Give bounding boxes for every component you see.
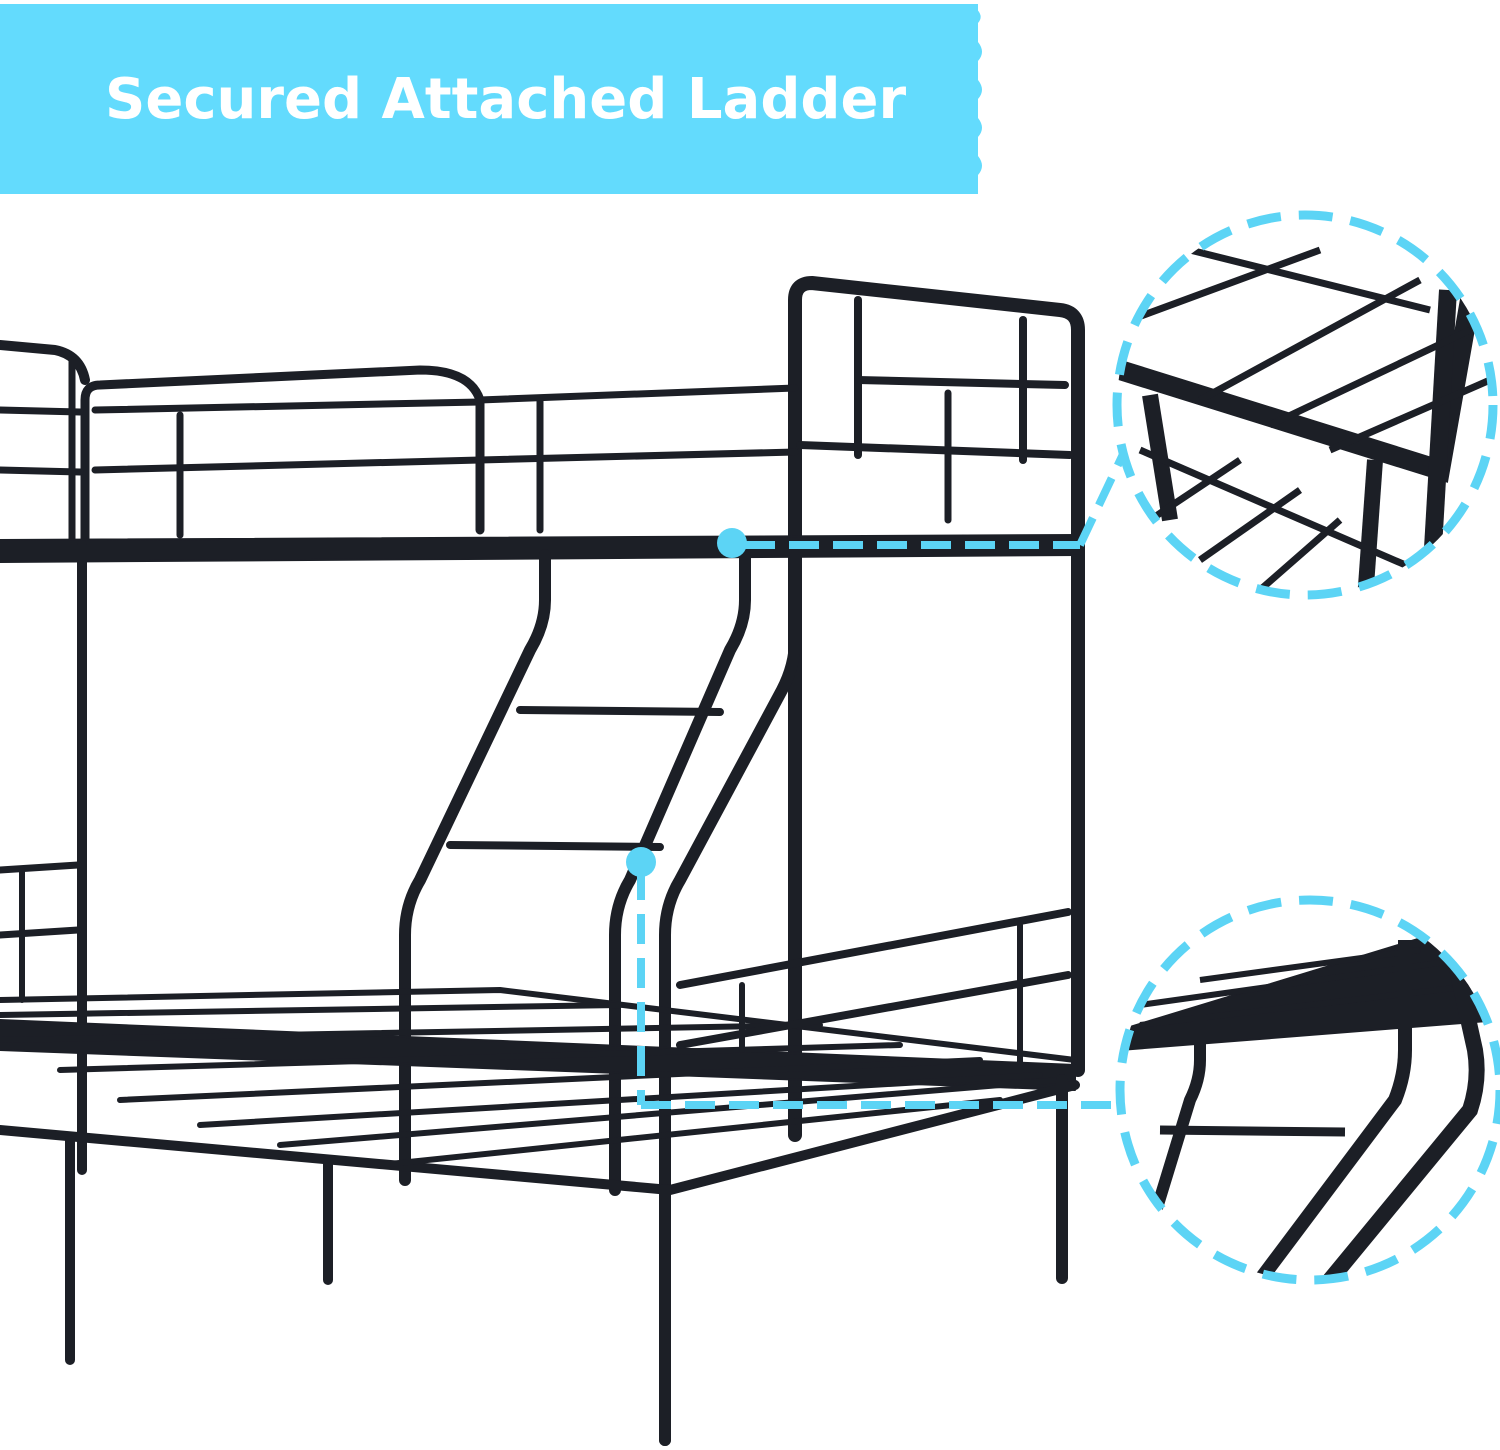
- banner-title: Secured Attached Ladder: [105, 66, 907, 132]
- callout-ladder: [626, 847, 1500, 1285]
- callout-upper-rail: [717, 210, 1498, 600]
- bunk-bed-frame: [0, 276, 1085, 1446]
- title-banner: Secured Attached Ladder: [0, 4, 982, 194]
- wavy-edge-decoration: [970, 4, 982, 194]
